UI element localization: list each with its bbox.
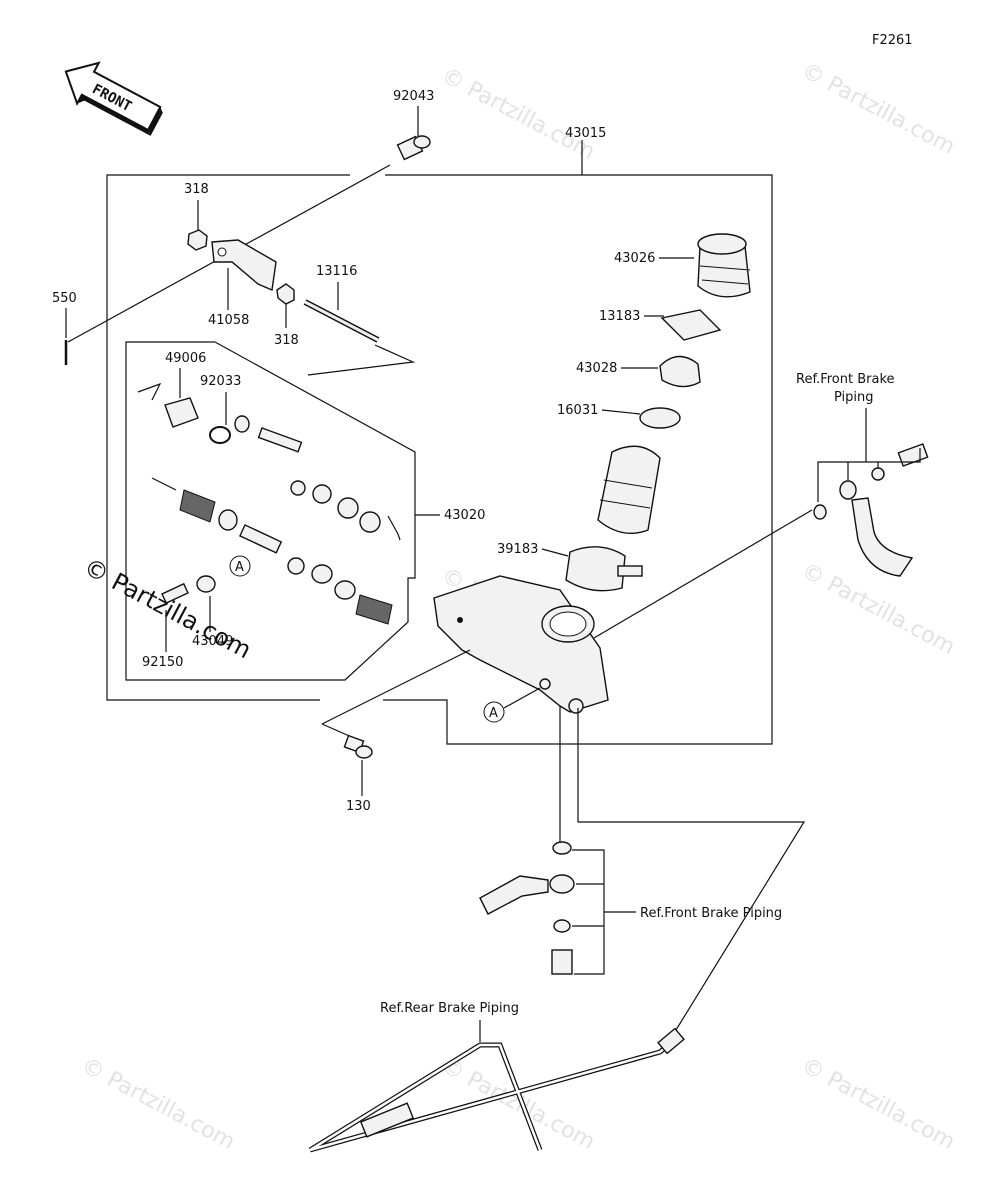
ref-front-brake-piping-top-line1: Ref.Front Brake	[796, 372, 895, 387]
assembly-bracket-43015	[106, 140, 773, 745]
piston-kit-icons: 49006 92033 A 43049 92150	[137, 351, 401, 670]
bolt-130-icon	[343, 734, 373, 759]
watermark: © Partzilla.com	[437, 63, 599, 165]
ref-front-brake-piping-mid: Ref.Front Brake Piping	[640, 906, 782, 921]
push-rod-13116-icon	[303, 299, 380, 343]
watermark: © Partzilla.com	[797, 58, 959, 160]
part-label-92150: 92150	[142, 655, 183, 670]
clevis-41058-icon	[211, 239, 277, 292]
lower-brake-hose-icon	[479, 841, 575, 975]
part-label-41058: 41058	[208, 313, 249, 328]
front-arrow-icon: FRONT	[64, 61, 163, 136]
part-label-13116: 13116	[316, 264, 357, 279]
part-label-43049: 43049	[192, 634, 233, 649]
pin-92043-icon	[396, 135, 431, 161]
part-label-318-top: 318	[184, 182, 209, 197]
part-label-92033: 92033	[200, 374, 241, 389]
part-label-49006: 49006	[165, 351, 206, 366]
part-label-43028: 43028	[576, 361, 617, 376]
nut-318-icon	[276, 283, 295, 305]
master-cylinder-icon: A	[433, 575, 609, 723]
part-label-550: 550	[52, 291, 77, 306]
watermark: © Partzilla.com	[797, 1053, 959, 1155]
callout-a: A	[235, 560, 244, 575]
front-brake-hose-icon	[813, 443, 929, 577]
part-label-39183: 39183	[497, 542, 538, 557]
watermark: © Partzilla.com	[797, 558, 959, 660]
part-label-43026: 43026	[614, 251, 655, 266]
ref-front-brake-piping-top-line2: Piping	[834, 390, 874, 405]
part-label-92043: 92043	[393, 89, 434, 104]
part-label-16031: 16031	[557, 403, 598, 418]
rear-brake-pipe-icon	[308, 1027, 685, 1153]
part-label-318-bottom: 318	[274, 333, 299, 348]
part-label-13183: 13183	[599, 309, 640, 324]
nut-318-icon	[187, 229, 208, 251]
part-label-43020: 43020	[444, 508, 485, 523]
watermark: © Partzilla.com	[437, 1053, 599, 1155]
watermark: © Partzilla.com	[77, 1053, 239, 1155]
callout-a: A	[489, 706, 498, 721]
ref-rear-brake-piping: Ref.Rear Brake Piping	[380, 1001, 519, 1016]
assembly-bracket-43020	[125, 341, 440, 681]
part-label-130: 130	[346, 799, 371, 814]
reservoir-parts-icons: 43026 13183 43028 16031 39183	[497, 233, 751, 592]
figure-code: F2261	[872, 33, 913, 48]
part-label-43015: 43015	[565, 126, 606, 141]
